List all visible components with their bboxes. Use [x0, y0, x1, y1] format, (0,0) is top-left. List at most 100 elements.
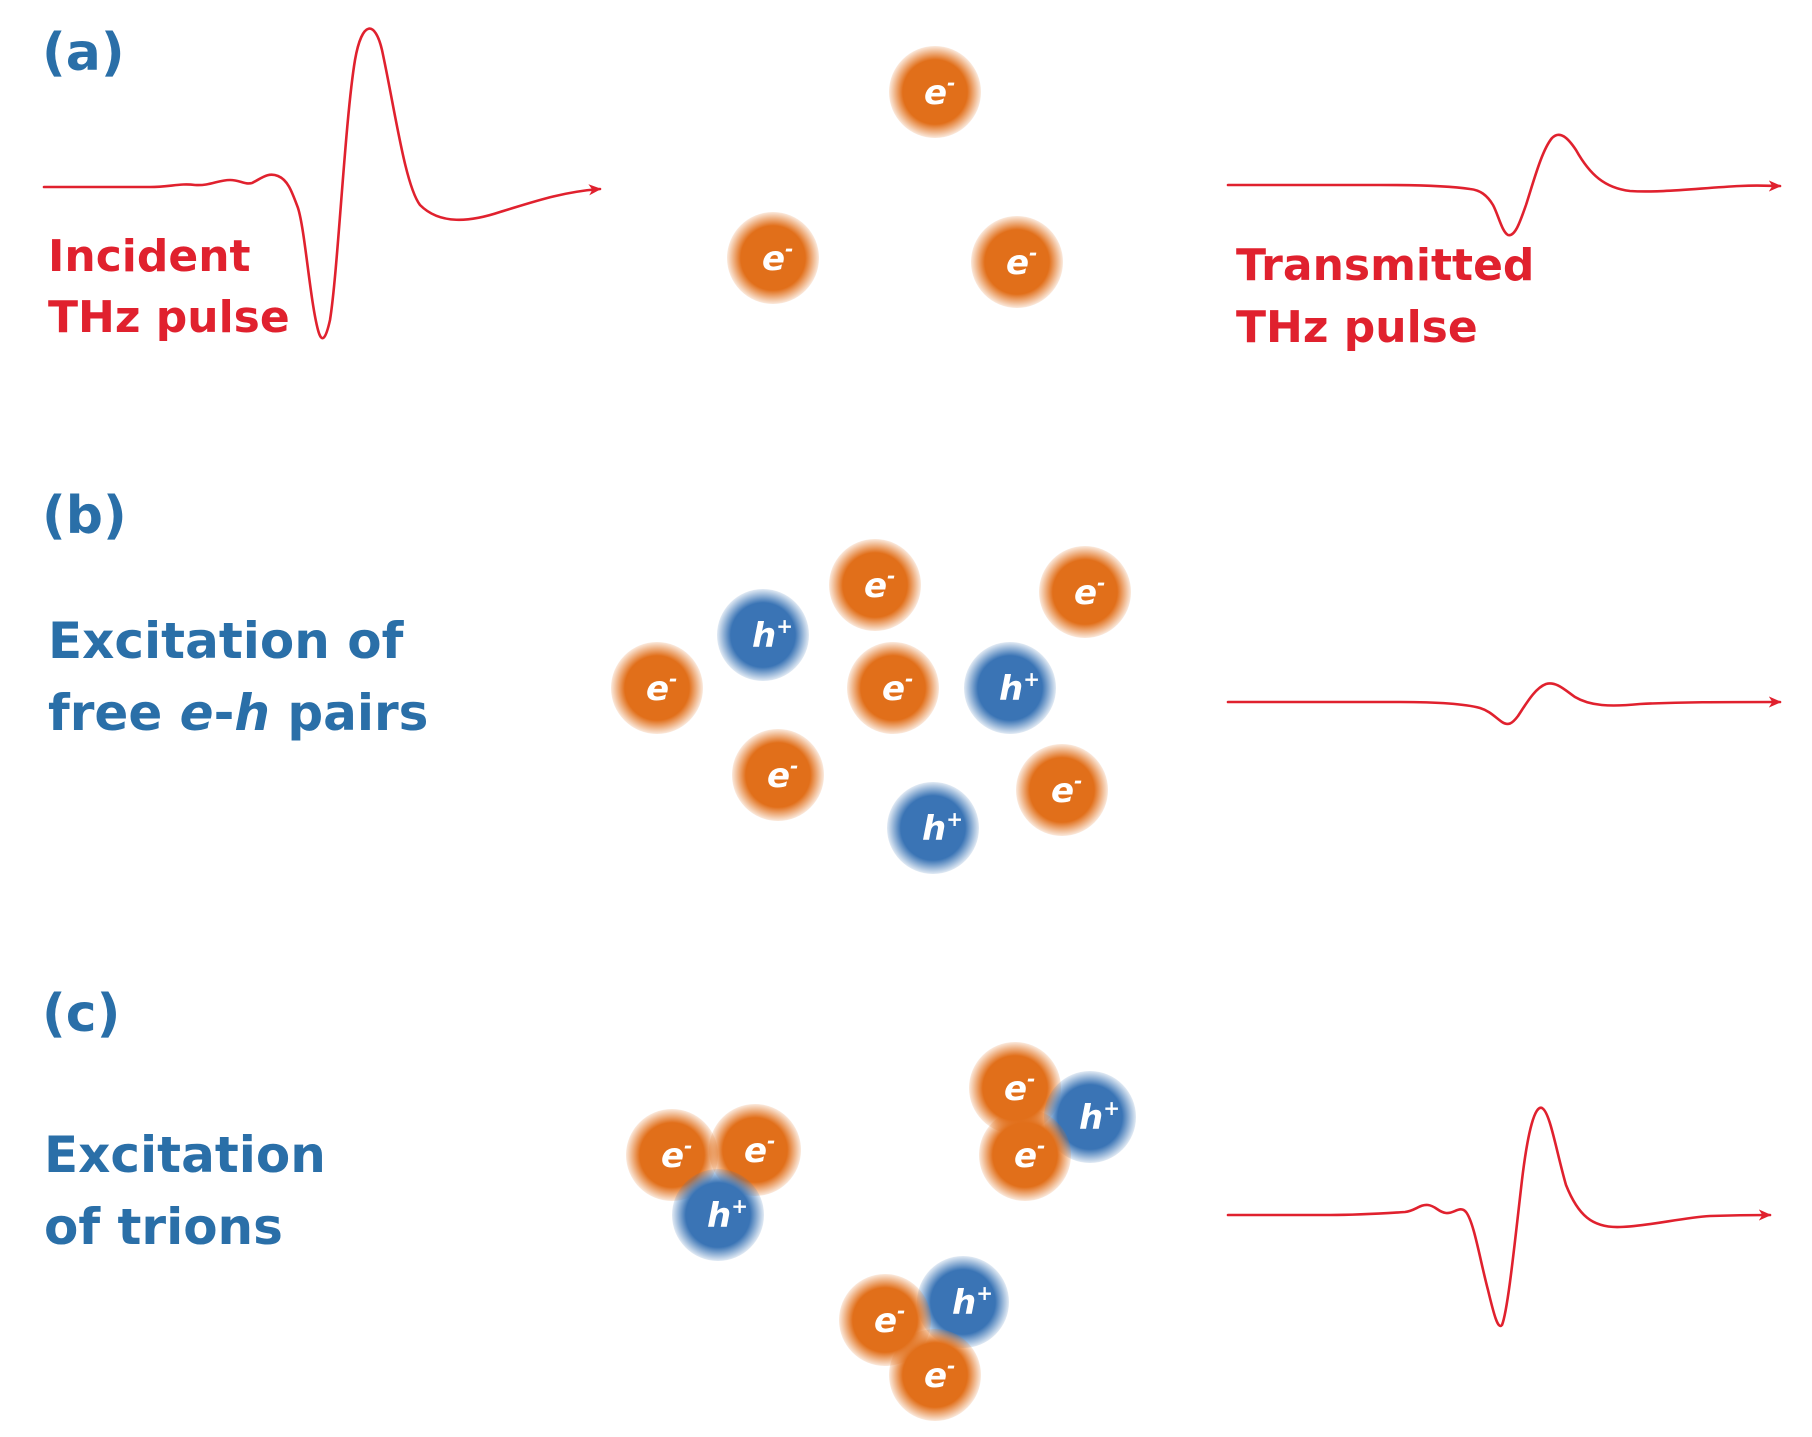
electron-particle-label: e-: [762, 237, 793, 279]
electron-particle-charge: -: [1097, 571, 1105, 595]
electron-particle-label: e-: [767, 754, 798, 796]
panel-a-letter: (a): [42, 23, 125, 83]
panel-b-description-line2-b: pairs: [270, 684, 429, 742]
electron-particle: e-: [971, 216, 1063, 308]
hole-particle-label: h+: [1079, 1096, 1120, 1138]
electron-particle-label: e-: [1006, 241, 1037, 283]
hole-particle-label: h+: [999, 667, 1040, 709]
electron-particle-symbol: e: [1051, 771, 1074, 811]
electron-particle-symbol: e: [1006, 243, 1029, 283]
electron-particle-symbol: e: [646, 669, 669, 709]
electron-particle: e-: [889, 46, 981, 138]
electron-particle: e-: [727, 212, 819, 304]
hole-particle: h+: [717, 589, 809, 681]
incident-label: Incident THz pulse: [48, 231, 290, 343]
electron-particle-symbol: e: [874, 1301, 897, 1341]
incident-label-line1: Incident: [48, 231, 251, 282]
electron-particle-symbol: e: [1014, 1136, 1037, 1176]
electron-particle-symbol: e: [882, 669, 905, 709]
electron-particle-charge: -: [947, 1354, 955, 1378]
panel-b-description: Excitation of free e-h pairs: [48, 612, 428, 742]
hole-particle: h+: [887, 782, 979, 874]
panel-c-letter: (c): [42, 984, 120, 1044]
hole-particle-body: [887, 782, 979, 874]
hole-particle-symbol: h: [707, 1196, 731, 1236]
panel-c-particles: e-h+e-e-e-h+h+e-e-: [626, 1042, 1136, 1421]
hole-particle-symbol: h: [1079, 1098, 1103, 1138]
electron-particle-symbol: e: [661, 1136, 684, 1176]
electron-particle-charge: -: [897, 1299, 905, 1323]
hole-particle-charge: +: [731, 1194, 748, 1218]
panel-b: (b) Excitation of free e-h pairs h+e-e-e…: [42, 486, 1782, 874]
hole-particle-symbol: h: [922, 809, 946, 849]
transmitted-label-line2: THz pulse: [1236, 302, 1478, 353]
electron-particle-label: e-: [874, 1299, 905, 1341]
electron-particle: e-: [847, 642, 939, 734]
electron-particle-symbol: e: [762, 239, 785, 279]
panel-b-letter: (b): [42, 486, 127, 546]
electron-particle-charge: -: [684, 1134, 692, 1158]
panel-b-description-line2-a: free: [48, 684, 180, 742]
electron-particle-body: [847, 642, 939, 734]
panel-b-description-e: e: [180, 684, 214, 742]
electron-particle-body: [1016, 744, 1108, 836]
hole-particle-symbol: h: [752, 616, 776, 656]
hole-particle-label: h+: [922, 807, 963, 849]
hole-particle-label: h+: [752, 614, 793, 656]
electron-particle-label: e-: [646, 667, 677, 709]
electron-particle-label: e-: [924, 71, 955, 113]
electron-particle-charge: -: [785, 237, 793, 261]
electron-particle: e-: [1039, 546, 1131, 638]
hole-particle-symbol: h: [999, 669, 1023, 709]
electron-particle-label: e-: [744, 1129, 775, 1171]
electron-particle-label: e-: [1074, 571, 1105, 613]
electron-particle-symbol: e: [924, 1356, 947, 1396]
electron-particle-body: [732, 729, 824, 821]
transmitted-pulse-c: [1226, 1106, 1772, 1328]
hole-particle-body: [917, 1256, 1009, 1348]
electron-particle-charge: -: [1029, 241, 1037, 265]
electron-particle-body: [727, 212, 819, 304]
electron-particle-body: [889, 1329, 981, 1421]
electron-particle-body: [971, 216, 1063, 308]
panel-c-description-line1: Excitation: [44, 1126, 326, 1184]
electron-particle-charge: -: [947, 71, 955, 95]
hole-particle-body: [964, 642, 1056, 734]
electron-particle-symbol: e: [924, 73, 947, 113]
hole-particle-charge: +: [1023, 667, 1040, 691]
electron-particle-symbol: e: [864, 566, 887, 606]
panel-c: (c) Excitation of trions e-h+e-e-e-h+h+e…: [42, 984, 1772, 1421]
panel-b-particles: h+e-e-e-e-h+e-e-h+: [611, 539, 1131, 874]
electron-particle-symbol: e: [744, 1131, 767, 1171]
electron-particle-charge: -: [887, 564, 895, 588]
electron-particle: e-: [889, 1329, 981, 1421]
electron-particle: e-: [829, 539, 921, 631]
electron-particle-body: [889, 46, 981, 138]
panel-b-description-dash: -: [214, 684, 235, 742]
panel-b-description-line1: Excitation of: [48, 612, 405, 670]
electron-particle-label: e-: [1004, 1067, 1035, 1109]
panel-b-description-h: h: [234, 684, 270, 742]
electron-particle-label: e-: [924, 1354, 955, 1396]
electron-particle-symbol: e: [1004, 1069, 1027, 1109]
electron-particle-label: e-: [864, 564, 895, 606]
incident-label-line2: THz pulse: [48, 292, 290, 343]
hole-particle: h+: [917, 1256, 1009, 1348]
hole-particle-symbol: h: [952, 1283, 976, 1323]
electron-particle-body: [611, 642, 703, 734]
electron-particle-label: e-: [1014, 1134, 1045, 1176]
electron-particle-label: e-: [1051, 769, 1082, 811]
electron-particle-charge: -: [1074, 769, 1082, 793]
electron-particle-charge: -: [790, 754, 798, 778]
electron-particle: e-: [1016, 744, 1108, 836]
transmitted-pulse-a: [1226, 133, 1782, 237]
electron-particle: e-: [732, 729, 824, 821]
electron-particle-charge: -: [669, 667, 677, 691]
panel-a: (a) Incident THz pulse Transmitted THz p…: [42, 23, 1782, 353]
panel-c-description-line2: of trions: [44, 1198, 283, 1256]
hole-particle-body: [717, 589, 809, 681]
panel-a-particles: e-e-e-: [727, 46, 1063, 308]
electron-particle-label: e-: [661, 1134, 692, 1176]
hole-particle-label: h+: [707, 1194, 748, 1236]
